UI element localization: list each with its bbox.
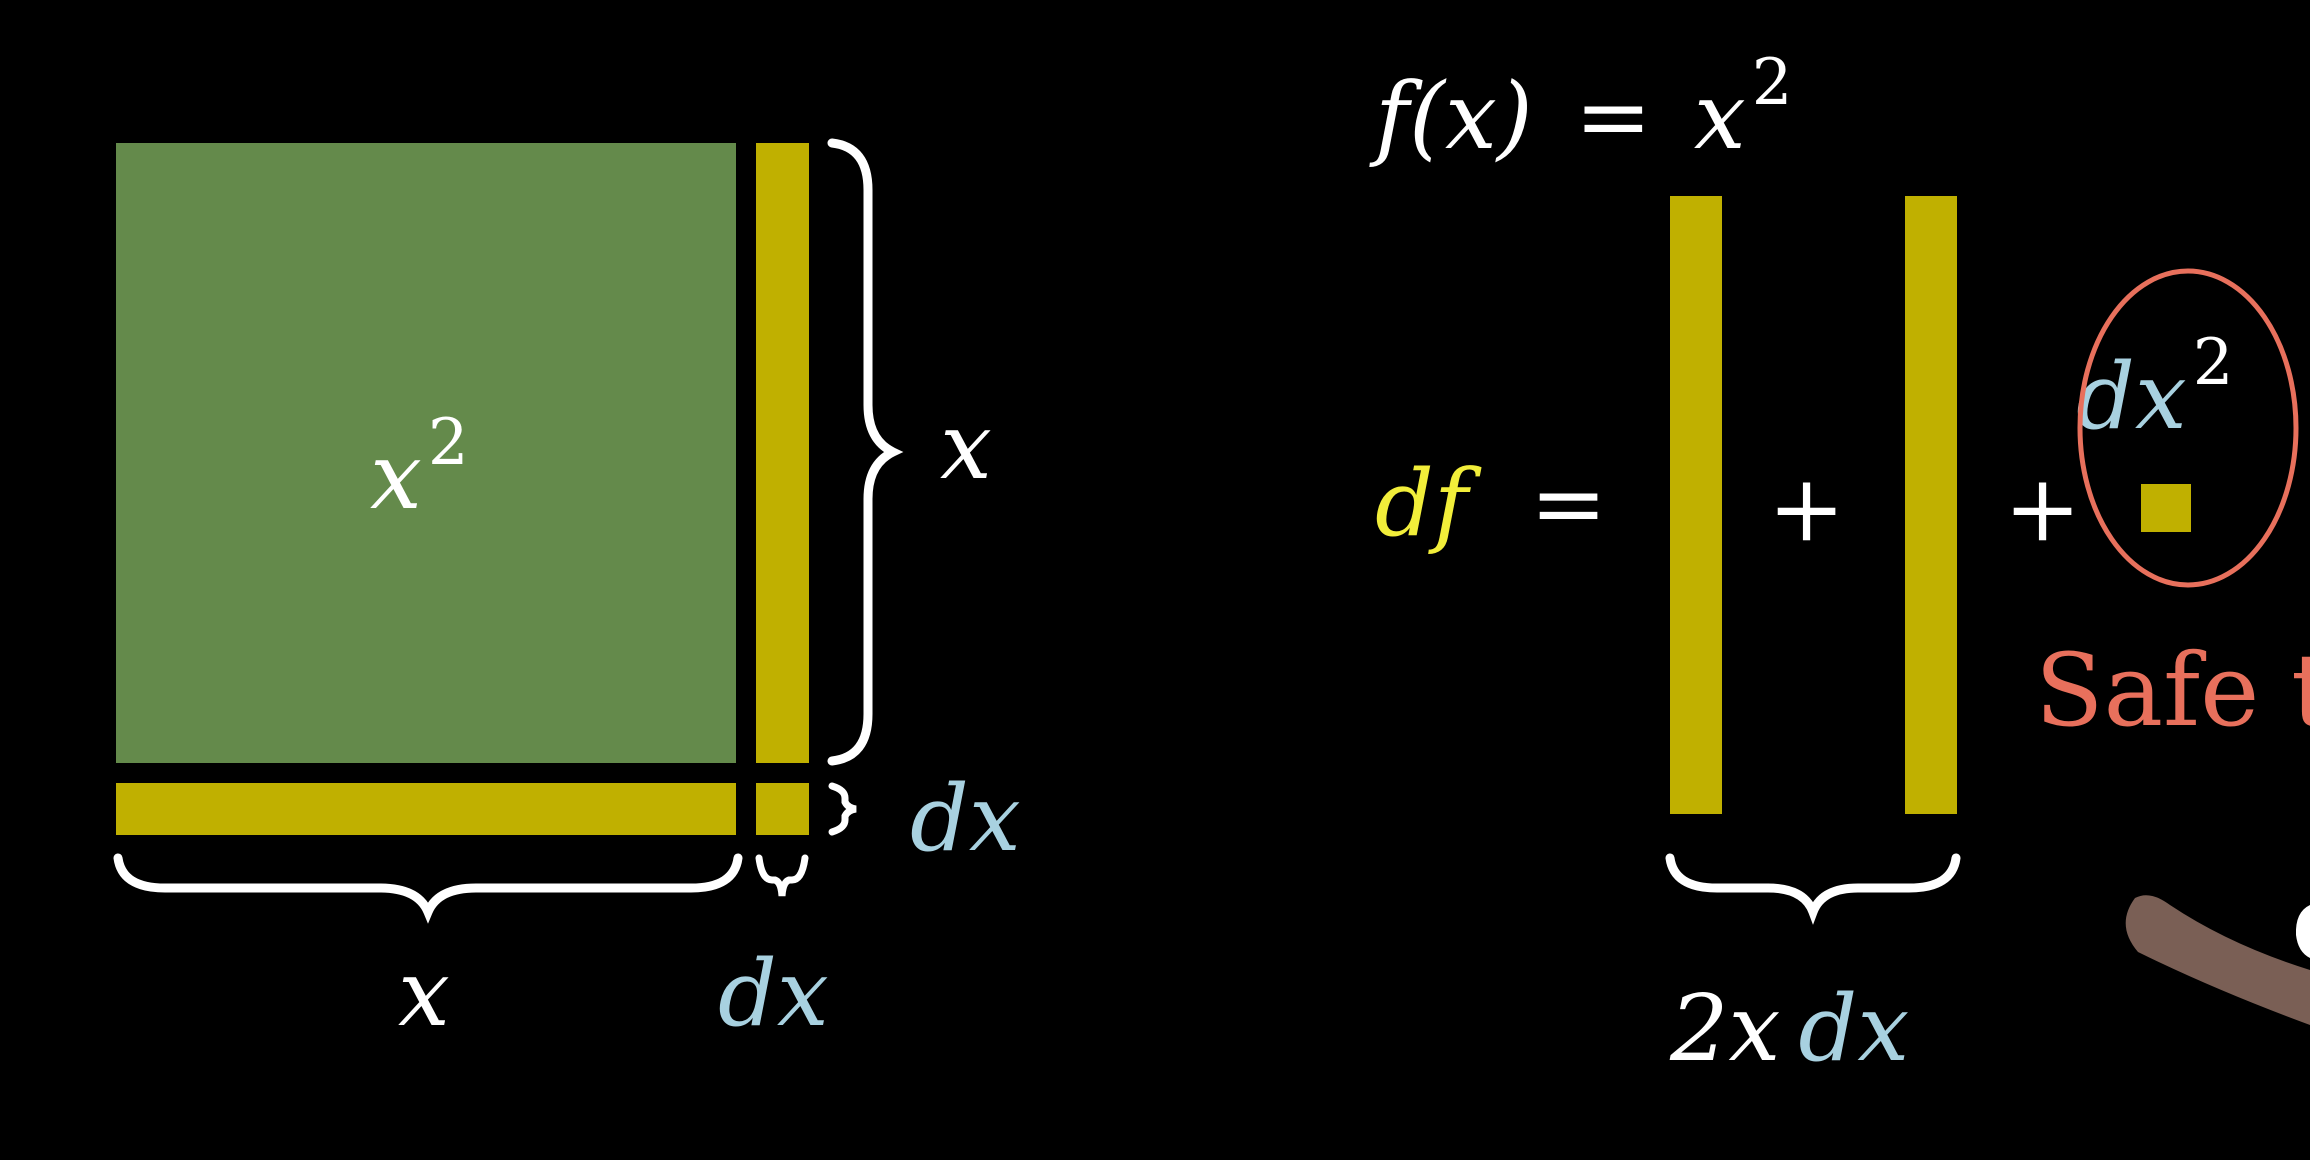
bottom-strip — [116, 783, 736, 835]
strips-brace — [1665, 853, 1961, 925]
second-strip — [1905, 196, 1957, 814]
annotation-text: Safe t — [2035, 632, 2310, 749]
tiny-corner-square — [2141, 484, 2191, 532]
highlight-ellipse — [2077, 268, 2299, 588]
corner-square — [756, 783, 809, 835]
right-strip — [756, 143, 809, 763]
plus-sign-2: + — [2004, 455, 2081, 562]
top-equation-lhs: f(x) — [1369, 63, 1533, 170]
df-equals: = — [1530, 450, 1607, 557]
square-x-squared — [116, 143, 736, 763]
corner-right-brace — [828, 782, 857, 836]
corner-term-label: dx2 — [2076, 326, 2234, 450]
df-symbol: df — [1375, 450, 1482, 557]
hand-pointer-highlight — [2295, 905, 2310, 958]
area-label-exponent: 2 — [428, 406, 469, 480]
top-equation-rhs-base: x — [1694, 63, 1746, 170]
top-equation-equals: = — [1575, 63, 1652, 170]
bottom-dx-label: dx — [718, 940, 829, 1047]
corner-bottom-brace — [755, 854, 809, 897]
right-side-label: x — [940, 393, 992, 500]
plus-sign-1: + — [1768, 455, 1845, 562]
corner-term-exponent: 2 — [2193, 326, 2234, 400]
bottom-side-label: x — [398, 940, 450, 1047]
right-dx-label: dx — [910, 765, 1021, 872]
area-label: x2 — [370, 406, 469, 530]
top-equation: f(x) = x2 — [1369, 46, 1792, 170]
top-equation-rhs-exponent: 2 — [1752, 46, 1793, 120]
right-brace — [827, 138, 904, 766]
corner-term-base: dx — [2076, 343, 2187, 450]
strips-brace-dx: dx — [1798, 975, 1909, 1082]
strips-brace-coefficient: 2x — [1669, 975, 1780, 1082]
square-diagram: x2 x dx x dx — [113, 138, 1021, 1047]
first-strip — [1670, 196, 1722, 814]
hand-pointer-icon — [2125, 895, 2310, 1025]
area-label-base: x — [370, 423, 422, 530]
bottom-brace — [113, 853, 743, 924]
